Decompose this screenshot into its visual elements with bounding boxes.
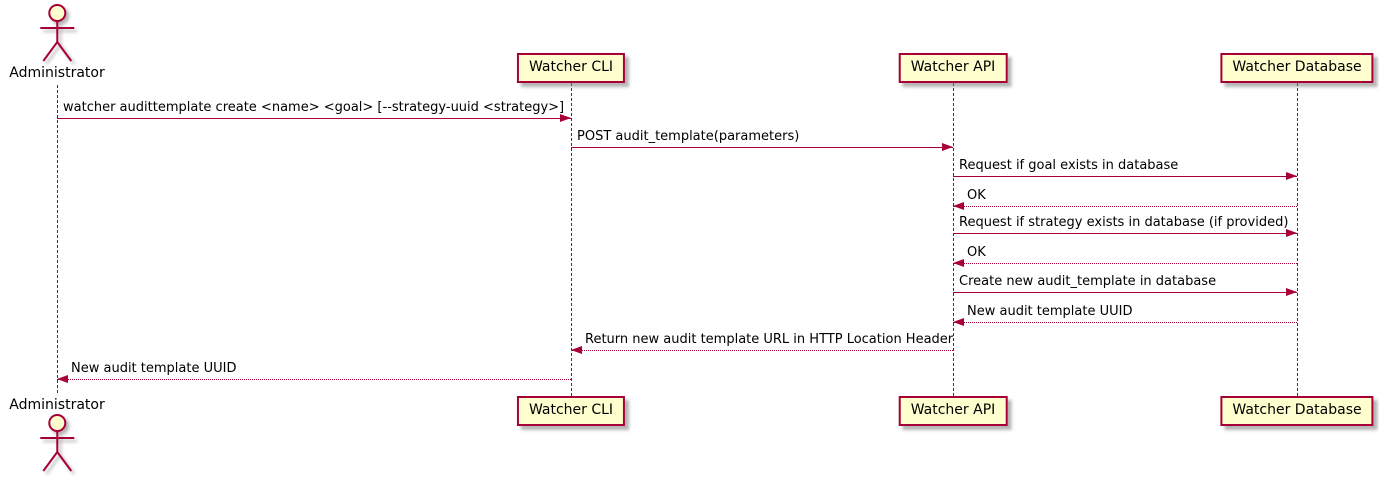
participant-label: Watcher API — [910, 59, 996, 75]
message-line-10 — [57, 379, 571, 380]
message-line-4 — [953, 206, 1297, 207]
message-arrowhead-10 — [57, 375, 68, 383]
message-line-8 — [953, 322, 1297, 323]
message-line-1 — [57, 118, 571, 119]
message-arrowhead-6 — [953, 259, 964, 267]
participant-label: Watcher CLI — [528, 402, 614, 418]
message-arrowhead-2 — [942, 143, 953, 151]
message-arrowhead-7 — [1286, 288, 1297, 296]
message-line-7 — [953, 292, 1297, 293]
participant-label: Watcher API — [910, 402, 996, 418]
participant-watcher-cli-top: Watcher CLI — [516, 53, 626, 83]
participant-watcher-api-bottom: Watcher API — [898, 396, 1008, 426]
participant-label: Watcher CLI — [528, 59, 614, 75]
message-label-10: New audit template UUID — [71, 361, 237, 376]
message-label-2: POST audit_template(parameters) — [577, 129, 800, 144]
message-arrowhead-4 — [953, 202, 964, 210]
message-arrowhead-8 — [953, 318, 964, 326]
lifeline-watcher-api — [953, 83, 954, 396]
lifeline-administrator — [57, 85, 58, 393]
message-label-1: watcher audittemplate create <name> <goa… — [63, 100, 565, 115]
actor-icon — [40, 414, 74, 472]
actor-administrator-bottom: Administrator — [9, 397, 105, 475]
actor-icon — [40, 4, 74, 62]
lifeline-watcher-cli — [571, 83, 572, 396]
participant-watcher-database-bottom: Watcher Database — [1220, 396, 1374, 426]
message-arrowhead-5 — [1286, 229, 1297, 237]
message-label-9: Return new audit template URL in HTTP Lo… — [585, 332, 954, 347]
message-label-8: New audit template UUID — [967, 304, 1133, 319]
message-line-2 — [571, 147, 953, 148]
actor-label: Administrator — [9, 65, 105, 81]
message-label-7: Create new audit_template in database — [959, 274, 1217, 289]
message-arrowhead-9 — [571, 346, 582, 354]
message-label-3: Request if goal exists in database — [959, 158, 1179, 173]
message-line-5 — [953, 233, 1297, 234]
message-line-6 — [953, 263, 1297, 264]
message-label-6: OK — [967, 245, 986, 260]
participant-label: Watcher Database — [1232, 59, 1362, 75]
participant-label: Watcher Database — [1232, 402, 1362, 418]
message-arrowhead-3 — [1286, 172, 1297, 180]
message-label-4: OK — [967, 188, 986, 203]
participant-watcher-database-top: Watcher Database — [1220, 53, 1374, 83]
participant-watcher-api-top: Watcher API — [898, 53, 1008, 83]
message-line-9 — [571, 350, 953, 351]
lifeline-watcher-database — [1297, 83, 1298, 396]
message-label-5: Request if strategy exists in database (… — [959, 215, 1289, 230]
actor-label: Administrator — [9, 397, 105, 413]
participant-watcher-cli-bottom: Watcher CLI — [516, 396, 626, 426]
message-arrowhead-1 — [560, 114, 571, 122]
message-line-3 — [953, 176, 1297, 177]
actor-administrator-top: Administrator — [9, 3, 105, 81]
